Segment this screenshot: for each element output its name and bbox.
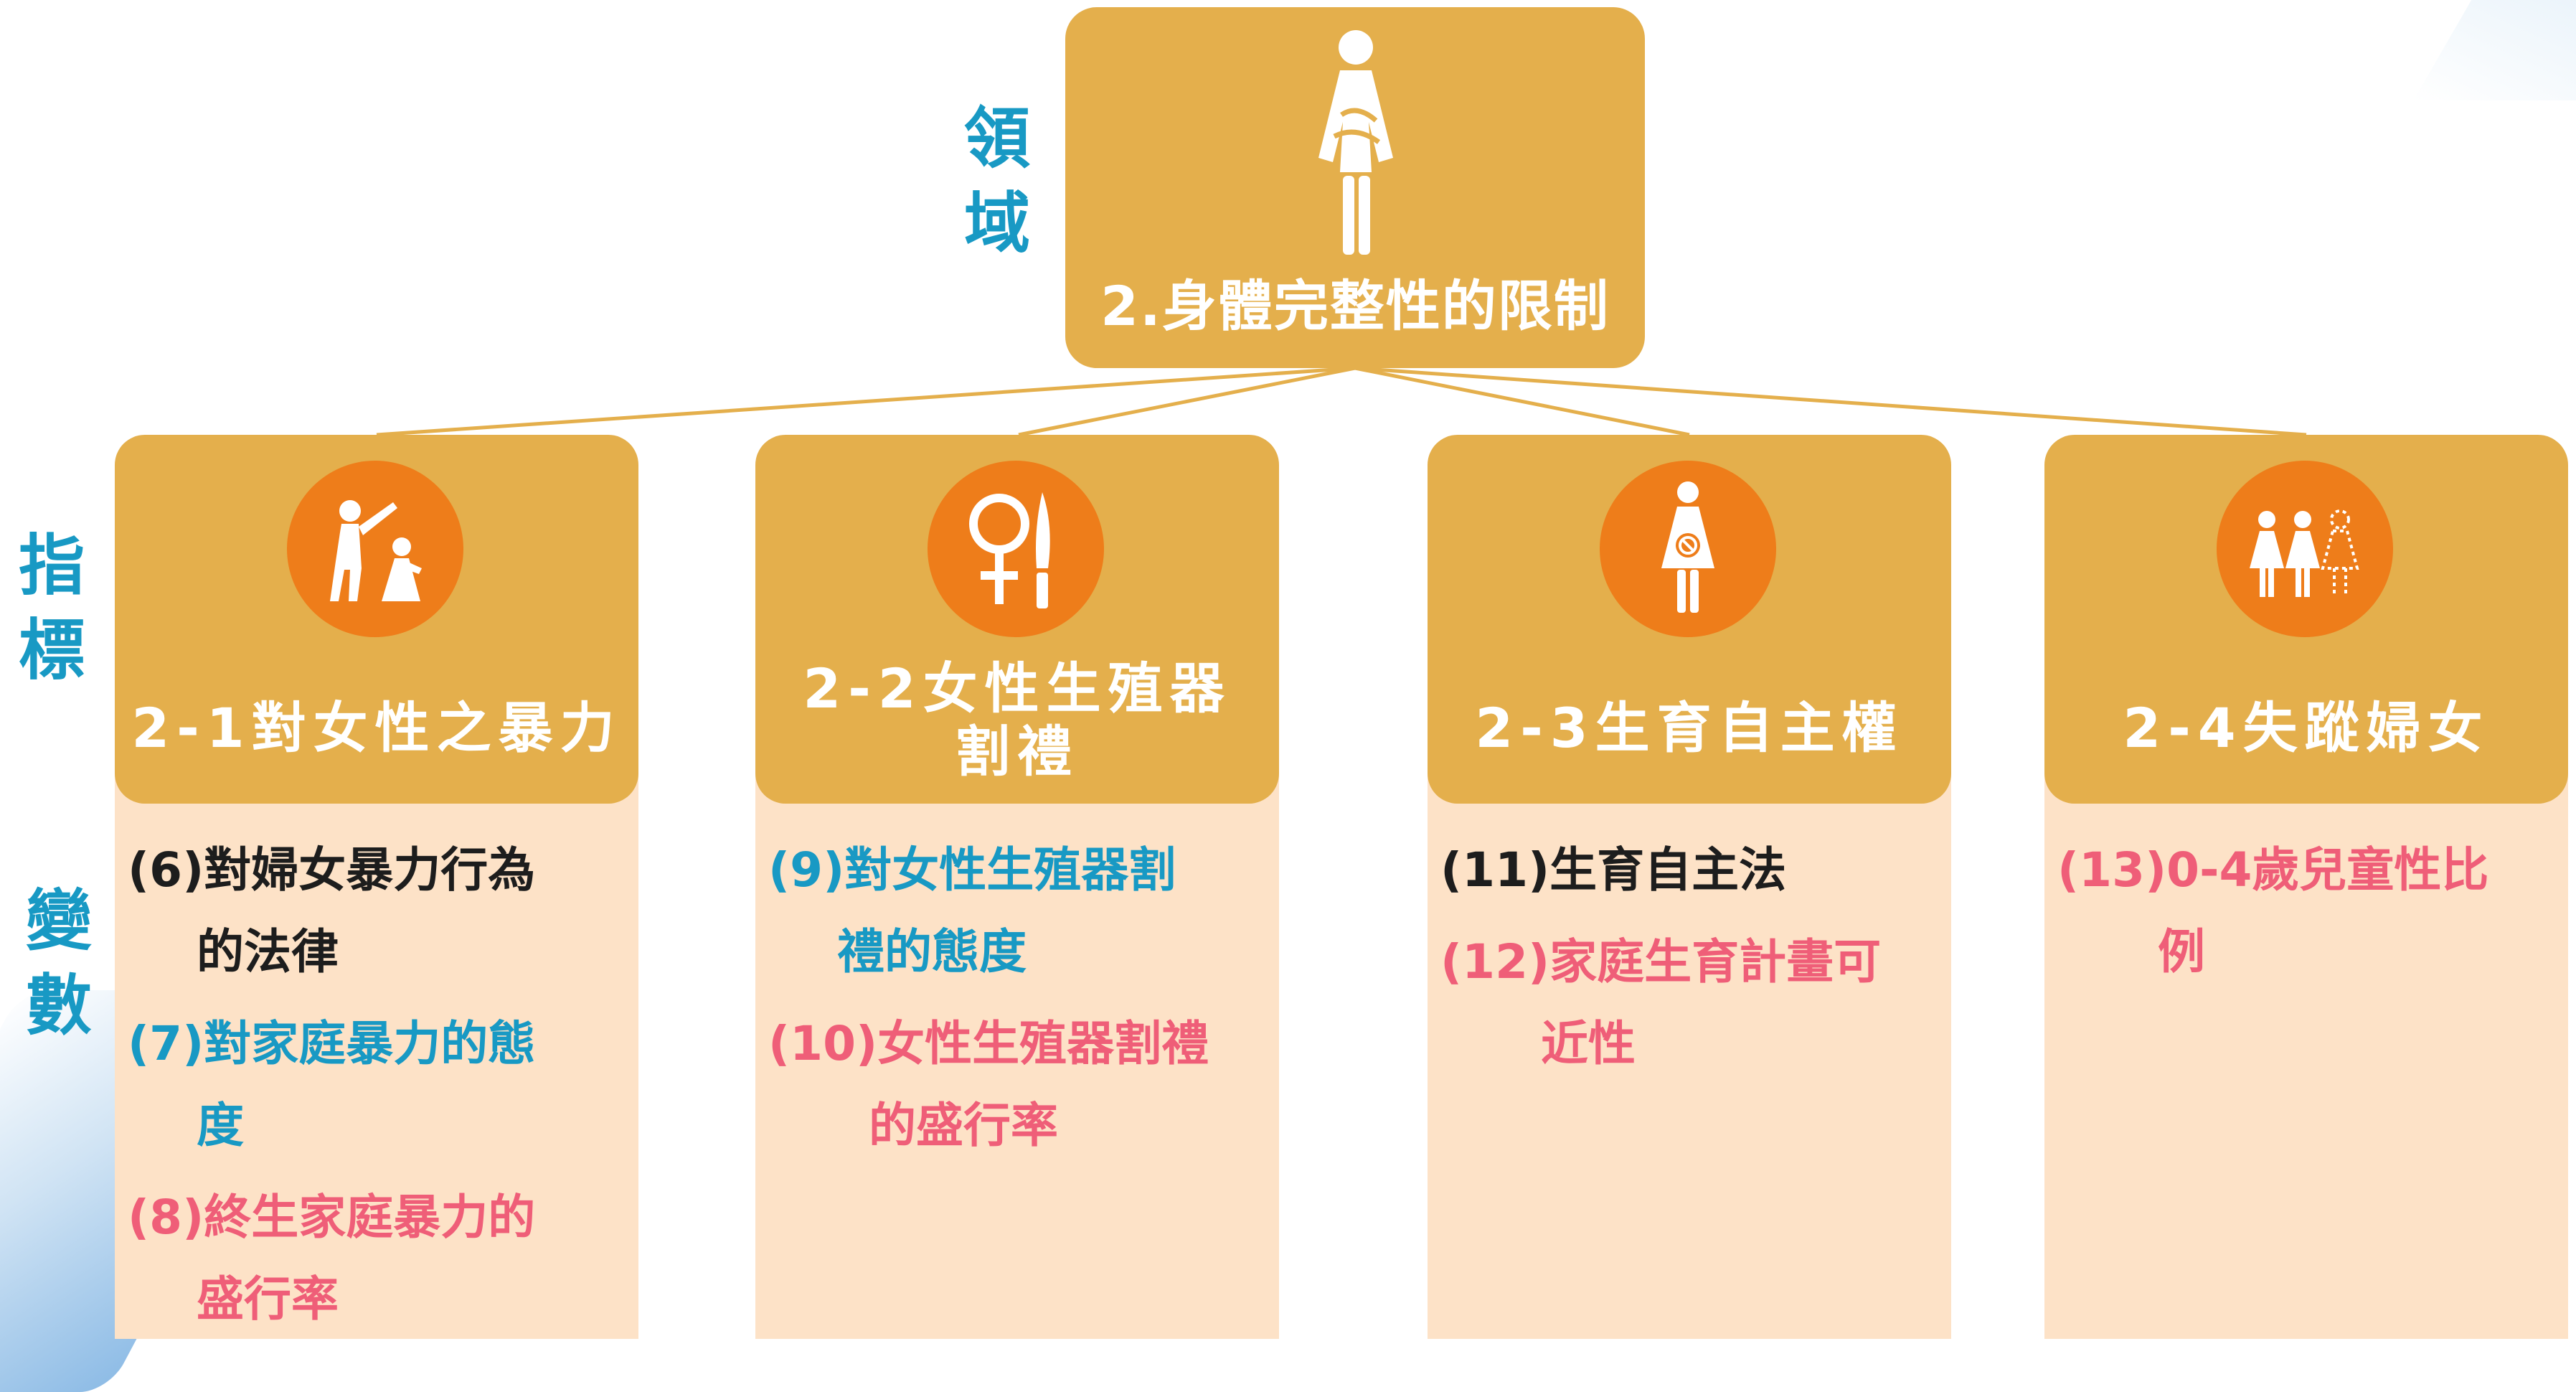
indicator-title: 2-1對女性之暴力 xyxy=(115,697,638,760)
indicator-title: 2-3生育自主權 xyxy=(1428,697,1951,760)
variable-text: 禮的態度 xyxy=(837,924,1027,979)
indicator-icon-circle xyxy=(928,461,1104,637)
variable-text: 近性 xyxy=(1541,1016,1636,1071)
indicator-title: 2-2女性生殖器 割禮 xyxy=(755,657,1279,784)
indicator-title-line: 割禮 xyxy=(956,720,1079,784)
variable-side-label: 變 數 xyxy=(16,879,102,1048)
indicator-variables-panel xyxy=(115,765,638,1339)
variable-text: (9)對女性生殖器割 xyxy=(768,842,1176,898)
variable-text: (12)家庭生育計畫可 xyxy=(1440,934,1882,989)
variable-item: (6)對婦女暴力行為 的法律 xyxy=(128,829,630,993)
variable-item: (10)女性生殖器割禮 的盛行率 xyxy=(768,1003,1270,1167)
indicator-icon-circle xyxy=(1600,461,1776,637)
female-symbol-knife-icon xyxy=(969,492,1050,608)
side-label-char: 領 xyxy=(963,100,1030,177)
indicator-icon-circle xyxy=(287,461,463,637)
indicator-header: 2-4失蹤婦女 xyxy=(2044,435,2568,804)
indicator-title-line: 2-4失蹤婦女 xyxy=(2123,696,2490,760)
connector-line xyxy=(376,366,1356,437)
violence-against-woman-icon xyxy=(330,500,422,601)
indicator-title-line: 2-3生育自主權 xyxy=(1475,696,1904,760)
indicator-title-line: 2-2女性生殖器 xyxy=(803,657,1232,720)
connector-line xyxy=(1354,366,1690,437)
variable-item: (13)0-4歲兒童性比 例 xyxy=(2057,829,2560,993)
variable-text: 盛行率 xyxy=(197,1271,339,1327)
indicator-icon-circle xyxy=(2217,461,2393,637)
indicator-variables-panel xyxy=(2044,765,2568,1339)
domain-title: 2.身體完整性的限制 xyxy=(1100,274,1610,338)
variable-text: (7)對家庭暴力的態 xyxy=(128,1016,536,1071)
indicator-side-label: 指 標 xyxy=(9,524,95,693)
side-label-char: 標 xyxy=(18,612,85,689)
indicator-card: 2-4失蹤婦女 (13)0-4歲兒童性比 例 xyxy=(2044,435,2568,1339)
connector-lines xyxy=(376,366,2307,437)
variable-list: (11)生育自主法 (12)家庭生育計畫可 近性 xyxy=(1440,829,1943,1095)
variable-text: 的盛行率 xyxy=(869,1098,1058,1153)
indicator-variables-panel xyxy=(1428,765,1951,1339)
side-label-char: 變 xyxy=(25,883,92,959)
indicator-title-line: 2-1對女性之暴力 xyxy=(131,696,622,760)
variable-item: (9)對女性生殖器割 禮的態度 xyxy=(768,829,1270,993)
indicator-variables-panel xyxy=(755,765,1279,1339)
variable-item: (8)終生家庭暴力的 盛行率 xyxy=(128,1177,630,1340)
variable-item: (7)對家庭暴力的態 度 xyxy=(128,1003,630,1167)
variable-text: 度 xyxy=(197,1098,244,1153)
side-label-char: 域 xyxy=(963,185,1030,262)
variable-text: 例 xyxy=(2158,924,2205,979)
variable-text: (8)終生家庭暴力的 xyxy=(128,1190,536,1245)
variable-text: (10)女性生殖器割禮 xyxy=(768,1016,1209,1071)
indicator-header: 2-3生育自主權 xyxy=(1428,435,1951,804)
variable-item: (11)生育自主法 xyxy=(1440,829,1943,911)
indicator-header: 2-1對女性之暴力 xyxy=(115,435,638,804)
variable-text: (6)對婦女暴力行為 xyxy=(128,842,536,898)
connector-line xyxy=(1354,366,2307,437)
woman-pregnant-icon xyxy=(1318,30,1393,255)
missing-women-icon xyxy=(2250,509,2359,597)
indicator-card: 2-3生育自主權 (11)生育自主法 (12)家庭生育計畫可 近性 xyxy=(1428,435,1951,1339)
variable-list: (9)對女性生殖器割 禮的態度 (10)女性生殖器割禮 的盛行率 xyxy=(768,829,1270,1177)
domain-side-label: 領 域 xyxy=(954,97,1040,266)
variable-text: 的法律 xyxy=(197,924,339,979)
variable-list: (6)對婦女暴力行為 的法律 (7)對家庭暴力的態 度 (8)終生家庭暴力的 盛… xyxy=(128,829,630,1350)
indicator-header: 2-2女性生殖器 割禮 xyxy=(755,435,1279,804)
indicator-card: 2-1對女性之暴力 (6)對婦女暴力行為 的法律 (7)對家庭暴力的態 度 (8… xyxy=(115,435,638,1339)
side-label-char: 數 xyxy=(25,967,92,1044)
indicator-card: 2-2女性生殖器 割禮 (9)對女性生殖器割 禮的態度 (10)女性生殖器割禮 … xyxy=(755,435,1279,1339)
variable-item: (12)家庭生育計畫可 近性 xyxy=(1440,921,1943,1085)
side-label-char: 指 xyxy=(18,527,85,604)
connector-line xyxy=(1018,366,1356,437)
woman-no-pregnancy-icon xyxy=(1661,481,1714,613)
indicator-title: 2-4失蹤婦女 xyxy=(2044,697,2568,760)
variable-text: (11)生育自主法 xyxy=(1440,842,1787,898)
variable-text: (13)0-4歲兒童性比 xyxy=(2057,842,2489,898)
domain-box: 2.身體完整性的限制 xyxy=(1065,7,1645,368)
variable-list: (13)0-4歲兒童性比 例 xyxy=(2057,829,2560,1003)
